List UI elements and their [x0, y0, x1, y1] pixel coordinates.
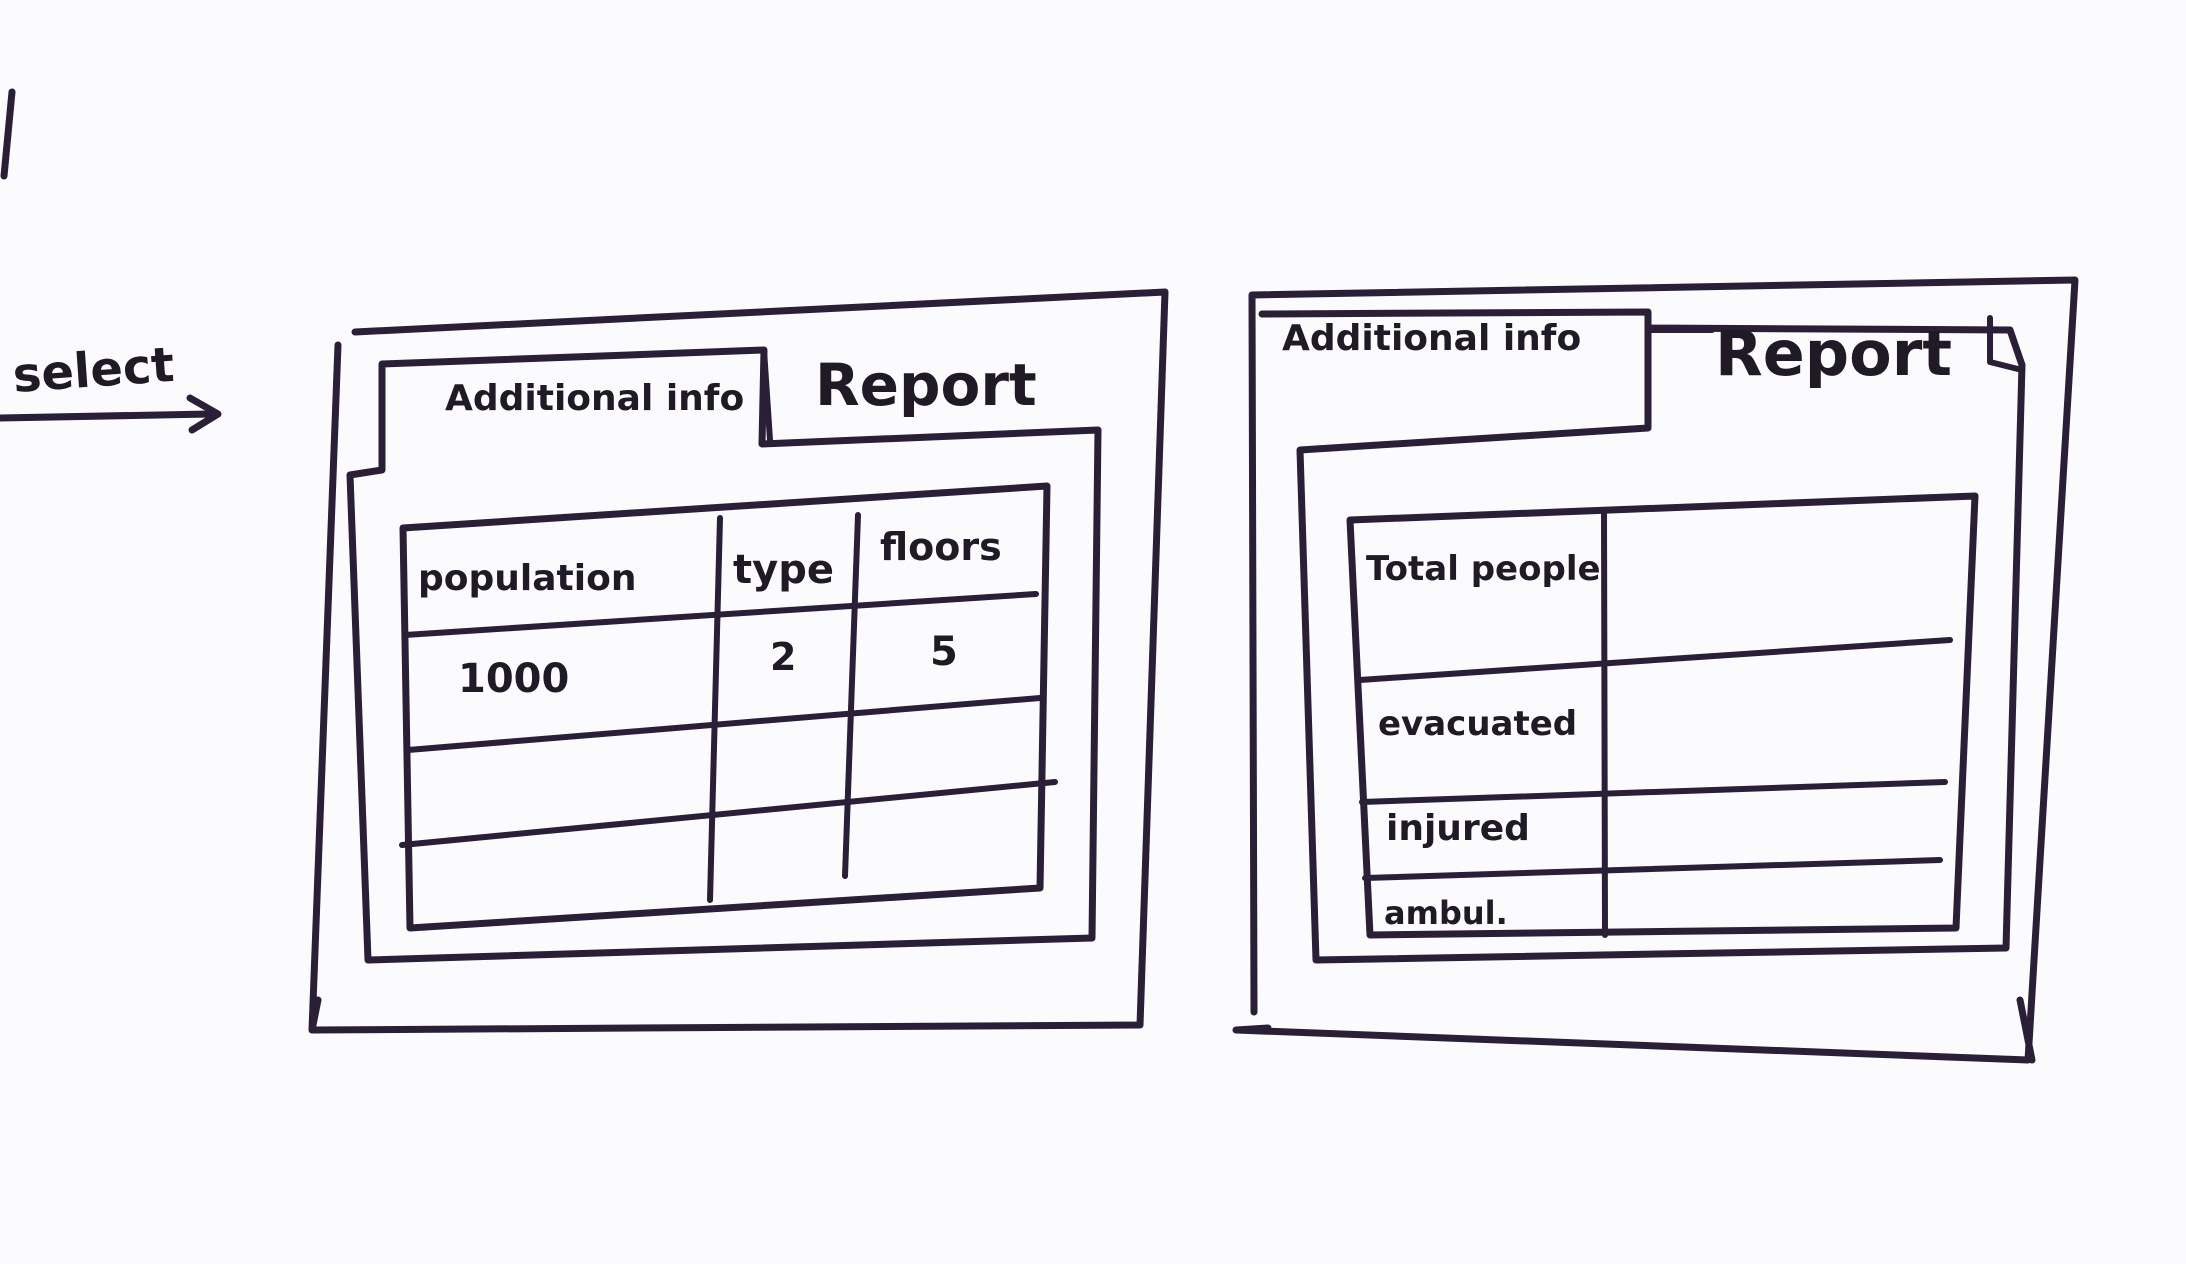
- cell-type: 2: [770, 635, 796, 679]
- data-table: population type floors 1000 2 5: [399, 482, 1058, 932]
- row-label-total-people: Total people: [1366, 549, 1601, 589]
- window-frame: [1232, 276, 2079, 1064]
- header-population: population: [418, 558, 636, 599]
- tab-report[interactable]: Report: [1715, 317, 1952, 390]
- col-line-1: [707, 515, 723, 903]
- window-frame: [308, 288, 1169, 1034]
- cell-floors: 5: [930, 629, 958, 675]
- cell-population: 1000: [458, 656, 569, 702]
- tab-divider: [761, 347, 773, 443]
- table-border: [399, 482, 1051, 932]
- tab-additional-info[interactable]: Additional info: [1282, 318, 1581, 359]
- select-label: select: [11, 337, 176, 404]
- tab-report[interactable]: Report: [815, 351, 1037, 419]
- header-type: type: [733, 547, 834, 593]
- row-line-2: [399, 779, 1058, 848]
- edge-mark: [0, 88, 16, 180]
- tab-container: [1258, 308, 2026, 964]
- report-tab-outline: [1649, 315, 2025, 373]
- report-table: Total people evacuated injured ambul.: [1346, 492, 1979, 939]
- col-line: [1601, 507, 1608, 938]
- tab-additional-info[interactable]: Additional info: [445, 378, 744, 419]
- row-line-3: [1362, 857, 1943, 881]
- tab-container: [346, 346, 1102, 964]
- header-floors: floors: [880, 525, 1002, 569]
- row-label-ambul: ambul.: [1384, 894, 1508, 932]
- header-row-line: [402, 591, 1039, 638]
- row-label-evacuated: evacuated: [1378, 704, 1577, 744]
- panel-additional-info: Additional info Report population type f…: [308, 288, 1169, 1034]
- row-line-1: [405, 695, 1043, 753]
- col-line-2: [842, 512, 861, 879]
- row-line-2: [1359, 779, 1948, 805]
- arrow-right-icon: [0, 394, 222, 434]
- panel-report: Additional info Report Total people evac…: [1232, 276, 2079, 1064]
- row-line-1: [1357, 637, 1953, 683]
- select-annotation: select: [0, 337, 222, 434]
- table-border: [1346, 492, 1979, 939]
- row-label-injured: injured: [1386, 808, 1530, 849]
